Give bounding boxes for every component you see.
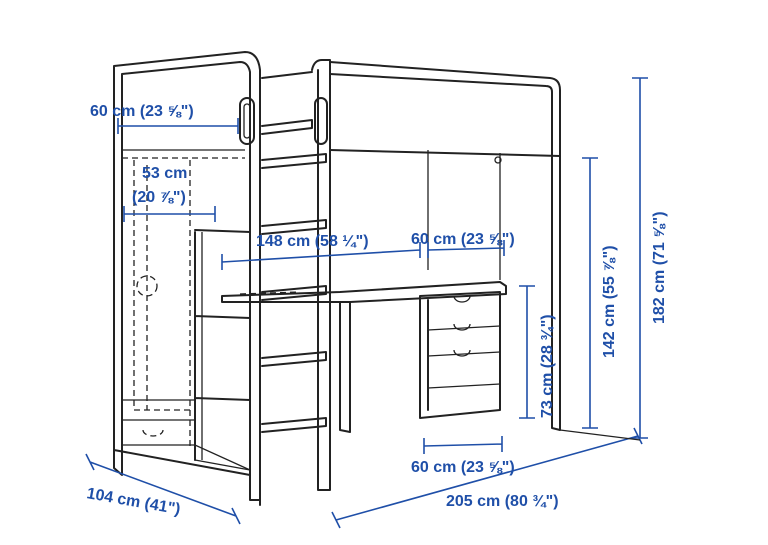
ladder-rung-4 [261,285,327,301]
label-under-bed-height: 142 cm (55 ⅞") [601,245,618,358]
label-desk-height: 73 cm (28 ¾") [539,314,556,418]
label-desk-depth-top: 60 cm (23 ⅝") [411,231,515,248]
dimension-labels: 60 cm (23 ⅝") 53 cm (20 ⅞") 148 cm (58 ¼… [85,103,668,518]
shelf-unit [194,229,251,461]
label-wardrobe-inner-width-cm: 53 cm [142,165,187,182]
right-end-panel [329,61,561,431]
ladder-rung-1 [261,119,313,135]
loft-bed-drawing [113,51,561,506]
label-wardrobe-width: 60 cm (23 ⅝") [90,103,194,120]
right-panel-handle-slot [314,97,328,145]
desk-top [221,281,507,303]
ladder-rung-6 [261,417,327,433]
label-total-height: 182 cm (71 ⅝") [651,211,668,324]
left-panel-handle-slot [239,97,255,145]
ladder-right-rail [311,59,331,491]
label-desk-depth-bottom: 60 cm (23 ⅝") [411,459,515,476]
dimension-lines [85,77,648,529]
label-total-length: 205 cm (80 ¾") [446,493,559,510]
desk-left-leg [339,301,351,433]
label-desk-length: 148 cm (58 ¼") [256,233,369,250]
left-end-panel [113,51,261,501]
label-wardrobe-inner-width-in: (20 ⅞") [132,189,186,206]
desk-drawer-unit [419,291,501,419]
ladder-rung-5 [261,351,327,367]
wardrobe-interior-hidden-lines [122,157,245,450]
ladder-rung-3 [261,219,327,235]
ladder-rung-2 [261,153,327,169]
